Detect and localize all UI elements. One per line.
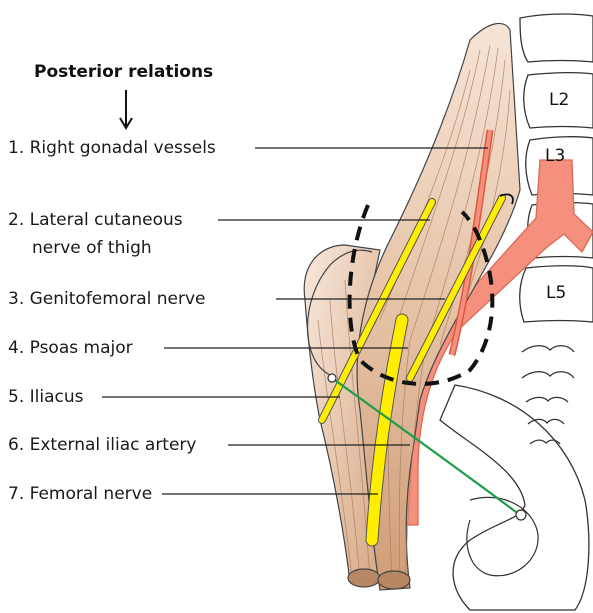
vertebra-label-l5: L5 (546, 283, 566, 303)
vertebra-label-l3: L3 (545, 146, 565, 166)
pelvis-outline (440, 385, 589, 610)
vertebra-label-l2: L2 (549, 90, 569, 110)
posterior-relations-heading: Posterior relations (34, 62, 213, 82)
iliacus-tendon-end (348, 569, 380, 587)
pubic-tubercle-point (516, 510, 526, 520)
label-lateral-cutaneous-nerve: 2. Lateral cutaneous (8, 209, 183, 231)
vertebra-top (520, 14, 593, 62)
label-iliacus: 5. Iliacus (8, 386, 83, 408)
label-genitofemoral-nerve: 3. Genitofemoral nerve (8, 288, 206, 310)
asis-point (328, 374, 336, 382)
label-external-iliac-artery: 6. External iliac artery (8, 434, 196, 456)
label-femoral-nerve: 7. Femoral nerve (8, 483, 152, 505)
down-arrow-icon (116, 88, 136, 132)
label-lateral-cutaneous-nerve-line2: nerve of thigh (32, 237, 152, 259)
psoas-tendon-end (378, 571, 410, 589)
label-right-gonadal-vessels: 1. Right gonadal vessels (8, 137, 216, 159)
label-psoas-major: 4. Psoas major (8, 337, 133, 359)
